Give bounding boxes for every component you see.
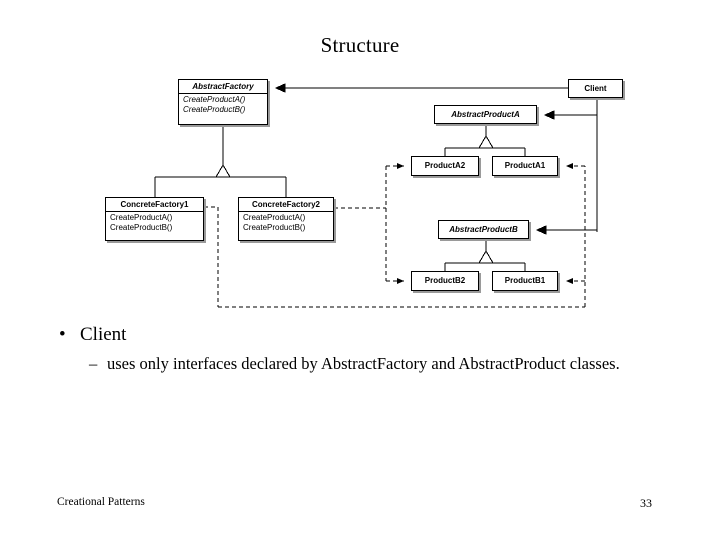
dependency-group-cf2 <box>334 163 404 284</box>
arrow-into-abstractproducta <box>543 110 555 120</box>
class-name-label: ConcreteFactory2 <box>251 200 321 209</box>
uml-class-abstract-factory[interactable]: AbstractFactory CreateProductA() CreateP… <box>178 79 268 125</box>
class-name-label: ProductB2 <box>424 276 466 285</box>
class-name-label: ProductA1 <box>504 161 546 170</box>
operation-label: CreateProductA() <box>183 95 246 104</box>
uml-class-abstract-product-b[interactable]: AbstractProductB <box>438 220 529 239</box>
class-name-label: ProductB1 <box>504 276 546 285</box>
gen-triangle-abstractproductb <box>478 250 494 264</box>
uml-class-product-b1[interactable]: ProductB1 <box>492 271 558 291</box>
operation-label: CreateProductB() <box>110 223 173 232</box>
bullet-item-level2: – uses only interfaces declared by Abstr… <box>48 353 698 374</box>
uml-structure-diagram: AbstractFactory CreateProductA() CreateP… <box>105 79 623 308</box>
page-title: Structure <box>320 33 400 57</box>
bullet-marker-icon: • <box>59 324 66 345</box>
slide-footer: Creational Patterns 33 <box>0 496 720 516</box>
gen-triangle-abstractproducta <box>478 135 494 149</box>
dependency-group-cf1 <box>204 163 586 308</box>
arrow-into-abstractproductb <box>535 225 547 235</box>
bullet-item-level1: • Client <box>48 322 698 348</box>
class-name-label: ConcreteFactory1 <box>120 200 189 209</box>
bullet-list: • Client – uses only interfaces declared… <box>48 322 698 374</box>
class-separator <box>179 93 267 94</box>
page-number: 33 <box>640 496 652 510</box>
class-name-label: AbstractProductB <box>449 225 518 234</box>
uml-class-product-a2[interactable]: ProductA2 <box>411 156 479 176</box>
uml-class-concrete-factory-2[interactable]: ConcreteFactory2 CreateProductA() Create… <box>238 197 334 241</box>
gen-triangle-abstractfactory <box>215 164 231 178</box>
operation-label: CreateProductB() <box>243 223 306 232</box>
class-operations: CreateProductA() CreateProductB() <box>239 212 333 235</box>
class-operations: CreateProductA() CreateProductB() <box>106 212 203 235</box>
bullet-text: Client <box>80 324 127 345</box>
arrow-into-abstractfactory <box>274 83 286 93</box>
bullet-text: uses only interfaces declared by Abstrac… <box>107 354 620 373</box>
uml-class-product-b2[interactable]: ProductB2 <box>411 271 479 291</box>
class-name-label: Client <box>584 84 607 93</box>
operation-label: CreateProductB() <box>183 105 246 114</box>
uml-class-client[interactable]: Client <box>568 79 623 98</box>
operation-label: CreateProductA() <box>110 213 173 222</box>
class-name-label: ProductA2 <box>424 161 466 170</box>
operation-label: CreateProductA() <box>243 213 306 222</box>
class-name-label: AbstractFactory <box>192 82 254 91</box>
class-separator <box>106 211 203 212</box>
association-arrowheads <box>274 83 555 235</box>
class-operations: CreateProductA() CreateProductB() <box>179 94 267 117</box>
uml-class-concrete-factory-1[interactable]: ConcreteFactory1 CreateProductA() Create… <box>105 197 204 241</box>
uml-class-abstract-product-a[interactable]: AbstractProductA <box>434 105 537 124</box>
bullet-dash-marker-icon: – <box>89 354 98 373</box>
class-separator <box>239 211 333 212</box>
class-name-label: AbstractProductA <box>451 110 520 119</box>
diagram-connectors <box>154 83 598 308</box>
uml-class-product-a1[interactable]: ProductA1 <box>492 156 558 176</box>
footer-section-label: Creational Patterns <box>57 496 145 508</box>
